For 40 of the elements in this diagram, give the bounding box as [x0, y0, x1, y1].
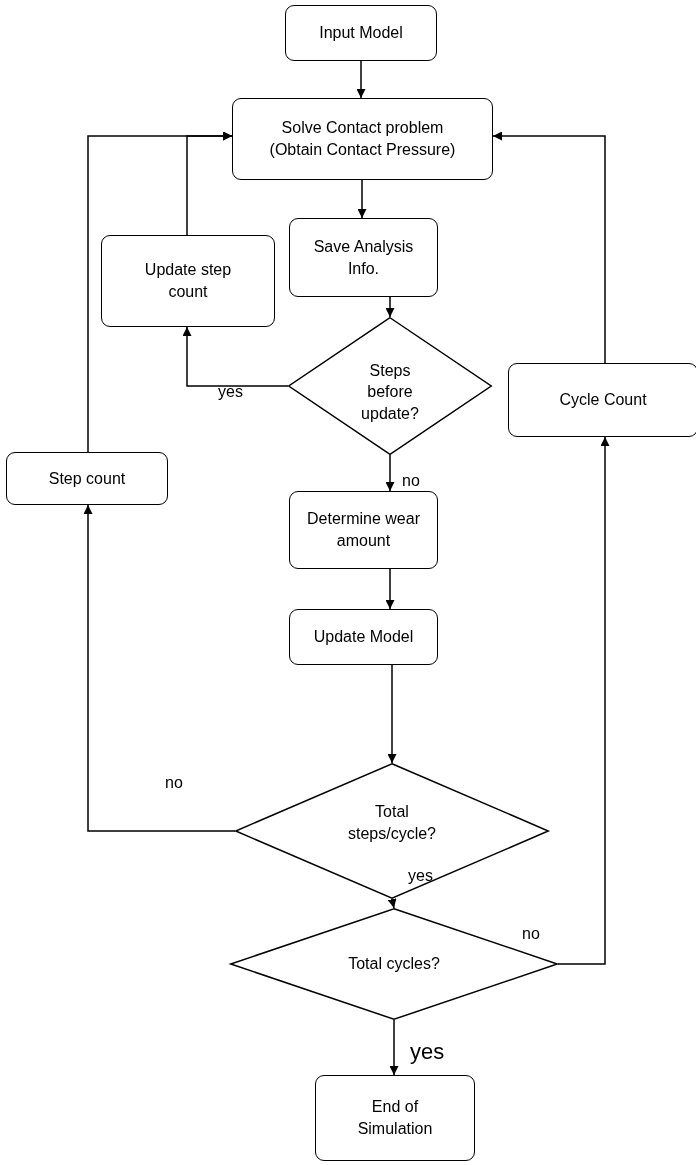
process-box [289, 218, 438, 297]
arrow [557, 436, 610, 965]
arrow [387, 664, 397, 764]
arrow [492, 131, 606, 364]
node-label: Determine wear amount [306, 509, 421, 551]
arrow [385, 454, 395, 492]
node-label: Update Model [313, 627, 414, 648]
process-box [289, 609, 438, 665]
node-label: Input Model [319, 23, 403, 44]
process-box [6, 452, 168, 505]
edge-label: no [165, 775, 183, 791]
process-box [508, 363, 696, 437]
edge-label: no [402, 473, 420, 489]
edge-label: no [522, 926, 540, 942]
edge-label: yes [218, 384, 243, 400]
arrow [356, 60, 366, 99]
arrow [83, 504, 236, 832]
edge-label: yes [410, 1041, 445, 1063]
process-box [285, 5, 437, 61]
node-label: Cycle Count [559, 390, 647, 411]
arrow [182, 326, 289, 387]
arrow [387, 898, 397, 909]
arrow [385, 568, 395, 610]
node-label: Steps before update? [360, 360, 420, 424]
process-box [289, 491, 438, 569]
arrow [385, 296, 395, 318]
node-label: Total steps/cycle? [346, 802, 437, 844]
node-label: Save Analysis Info. [312, 236, 415, 279]
arrow [357, 179, 367, 219]
node-label: Total cycles? [348, 954, 440, 975]
node-label: Step count [48, 468, 126, 489]
arrow [87, 131, 233, 453]
process-box [101, 235, 275, 327]
node-label: End of Simulation [356, 1097, 434, 1139]
node-label: Update step count [143, 260, 233, 302]
arrow [389, 1019, 399, 1076]
process-box [315, 1075, 475, 1161]
edge-label: yes [408, 868, 433, 884]
process-box [232, 98, 493, 180]
node-label: Solve Contact problem (Obtain Contact Pressure) [268, 118, 457, 160]
